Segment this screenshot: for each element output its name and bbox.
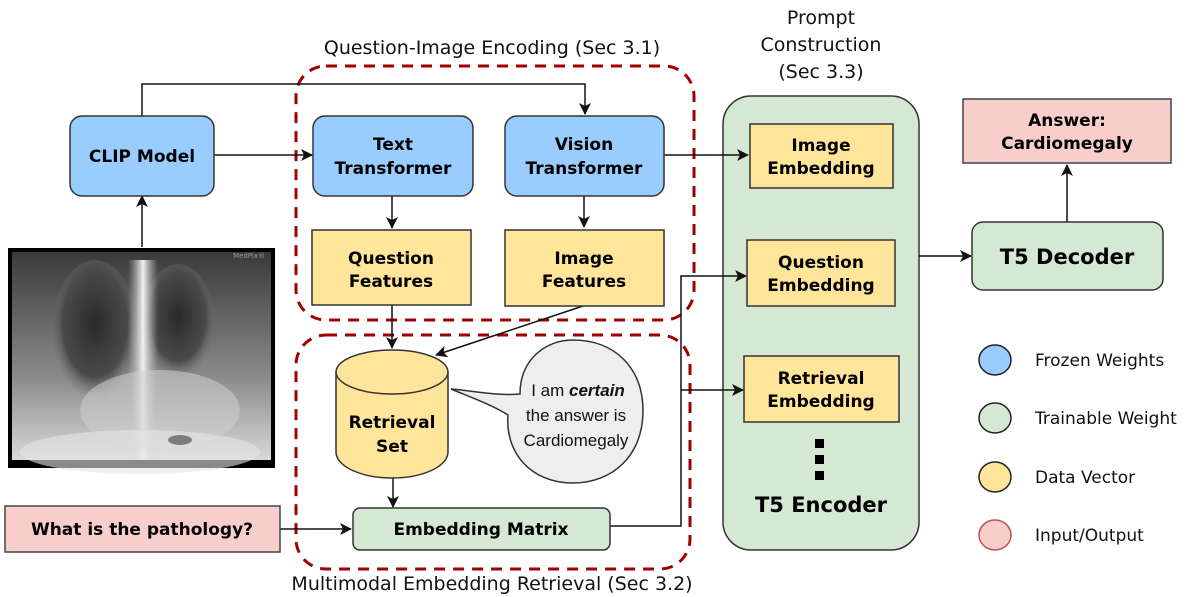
t5-decoder-label: T5 Decoder [1000,245,1135,269]
vision-transformer-label-2: Transformer [526,159,644,179]
text-transformer-label-2: Transformer [335,159,453,179]
encoding-group-title: Question-Image Encoding (Sec 3.1) [324,37,660,59]
question-features-label-1: Question [348,249,434,269]
clip-model-node[interactable]: CLIP Model [69,115,215,197]
image-features-node[interactable]: Image Features [504,229,665,307]
retrieval-embedding-label-1: Retrieval [778,369,865,389]
chest-xray-image: MedPix® [8,248,275,474]
retrieval-group-border [294,333,692,571]
image-embedding-label-1: Image [791,136,850,156]
question-embedding-label-1: Question [778,253,864,273]
retrieval-embedding-node[interactable]: Retrieval Embedding [743,355,900,423]
legend: Frozen Weights Trainable Weight Data Vec… [978,344,1177,551]
t5-encoder-box[interactable] [722,95,920,551]
answer-label-1: Answer: [1028,111,1106,131]
legend-item-frozen: Frozen Weights [978,344,1164,376]
text-transformer-label-1: Text [373,135,413,155]
retrieval-group-title: Multimodal Embedding Retrieval (Sec 3.2) [291,573,692,595]
question-input-label: What is the pathology? [31,520,253,540]
question-embedding-label-2: Embedding [767,276,874,296]
embedding-matrix-label: Embedding Matrix [393,520,568,540]
image-embedding-label-2: Embedding [767,159,874,179]
vision-transformer-label-1: Vision [555,135,613,155]
more-embeddings-ellipsis [815,439,824,480]
text-transformer-node[interactable]: Text Transformer [312,115,474,197]
certainty-speech-bubble: I am certain the answer is Cardiomegaly [450,339,644,484]
question-features-label-2: Features [349,272,433,292]
embedding-matrix-node[interactable]: Embedding Matrix [352,507,611,551]
question-features-node[interactable]: Question Features [311,229,472,306]
retrieval-set-label-2: Set [376,437,408,457]
answer-output-node[interactable]: Answer: Cardiomegaly [962,98,1172,164]
bubble-line-2: the answer is [526,406,626,425]
edge-matrix-to-embeddings [610,270,747,527]
bubble-line-1: I am certain [531,381,625,400]
prompt-group-title-line2: Construction [761,34,882,56]
t5-decoder-node[interactable]: T5 Decoder [971,221,1164,291]
retrieval-embedding-label-2: Embedding [767,392,874,412]
legend-swatch-data [978,461,1012,493]
legend-label-data: Data Vector [1035,468,1135,488]
xray-watermark: MedPix® [233,252,265,260]
retrieval-set-label-1: Retrieval [349,413,436,433]
question-input-node[interactable]: What is the pathology? [4,505,281,553]
question-embedding-node[interactable]: Question Embedding [746,239,896,307]
legend-item-io: Input/Output [978,519,1144,551]
legend-item-trainable: Trainable Weight [978,402,1177,434]
bubble-line-3: Cardiomegaly [524,431,629,450]
legend-item-data: Data Vector [978,461,1135,493]
image-features-label-1: Image [554,249,613,269]
image-embedding-node[interactable]: Image Embedding [749,123,894,189]
answer-label-2: Cardiomegaly [1001,134,1133,154]
encoding-group-border [294,64,696,322]
legend-swatch-trainable [978,402,1012,434]
legend-label-frozen: Frozen Weights [1035,351,1164,371]
legend-swatch-frozen [978,344,1012,376]
t5-encoder-label: T5 Encoder [755,493,888,517]
vision-transformer-node[interactable]: Vision Transformer [504,115,665,197]
prompt-group-title-line3: (Sec 3.3) [778,61,863,83]
legend-label-io: Input/Output [1035,526,1144,546]
retrieval-set-node[interactable]: Retrieval Set [335,349,449,479]
legend-label-trainable: Trainable Weight [1034,409,1177,429]
legend-swatch-io [978,519,1012,551]
speech-bubble-shape [450,339,644,484]
image-features-label-2: Features [542,272,626,292]
clip-model-label: CLIP Model [89,147,195,167]
edge-clip-to-vision [141,83,591,116]
prompt-group-title-line1: Prompt [787,7,855,29]
edge-ifeat-to-retrieval [435,305,584,358]
